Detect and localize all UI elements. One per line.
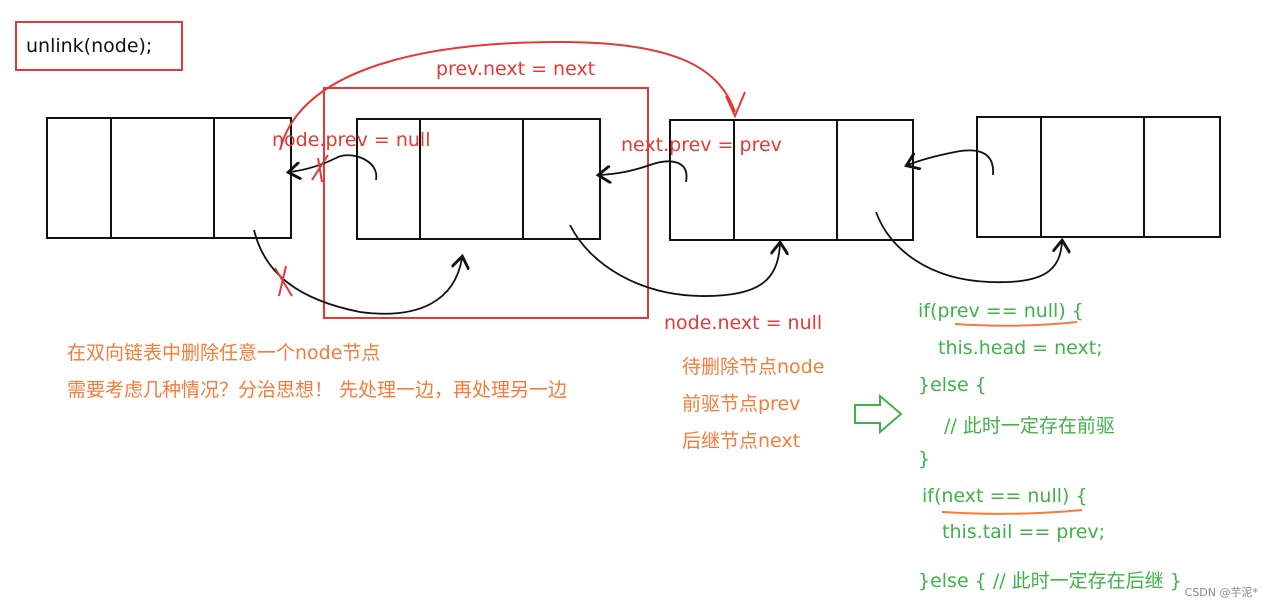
cross-mark-bottom [274,265,293,297]
code-line-8: }else { // 此时一定存在后继 } [918,570,1182,592]
list-node-4 [976,116,1221,238]
underline-prev-null [954,321,1078,327]
legend-prev: 前驱节点prev [682,393,801,415]
code-line-5: } [918,448,931,470]
list-node-3 [669,119,914,241]
arrow-prev-next-red [279,40,736,151]
label-node-next: node.next = null [664,312,823,334]
code-line-7: this.tail == prev; [942,521,1106,543]
note-line-2: 需要考虑几种情况？分治思想！ 先处理一边，再处理另一边 [67,379,568,401]
legend-node: 待删除节点node [682,356,825,378]
code-line-3: }else { [918,374,987,396]
delete-highlight-box [323,87,649,319]
arrow-node2-next [569,224,780,297]
watermark: CSDN @芋泥* [1184,586,1258,599]
code-line-2: this.head = next; [938,337,1103,359]
arrow-node2-prev [290,154,378,180]
legend-next: 后继节点next [682,430,801,452]
code-line-1: if(prev == null) { [918,300,1084,322]
code-line-6: if(next == null) { [922,485,1088,507]
label-prev-next: prev.next = next [436,58,596,80]
note-line-1: 在双向链表中删除任意一个node节点 [67,342,381,364]
title-box [15,21,183,71]
cross-mark-top [311,154,329,183]
label-node-prev: node.prev = null [272,129,431,151]
arrow-head-red [725,91,746,119]
diagram-title: unlink(node); [26,35,153,57]
arrow-node3-prev [600,160,688,182]
label-next-prev: next.prev = prev [621,134,782,156]
underline-next-null [941,509,1083,515]
code-line-4: // 此时一定存在前驱 [944,415,1115,437]
green-implies-arrow [854,393,903,435]
list-node-1 [46,117,292,239]
arrow-node4-prev [908,149,994,176]
arrow-node1-next [253,229,462,315]
arrow-node3-next [875,211,1062,284]
